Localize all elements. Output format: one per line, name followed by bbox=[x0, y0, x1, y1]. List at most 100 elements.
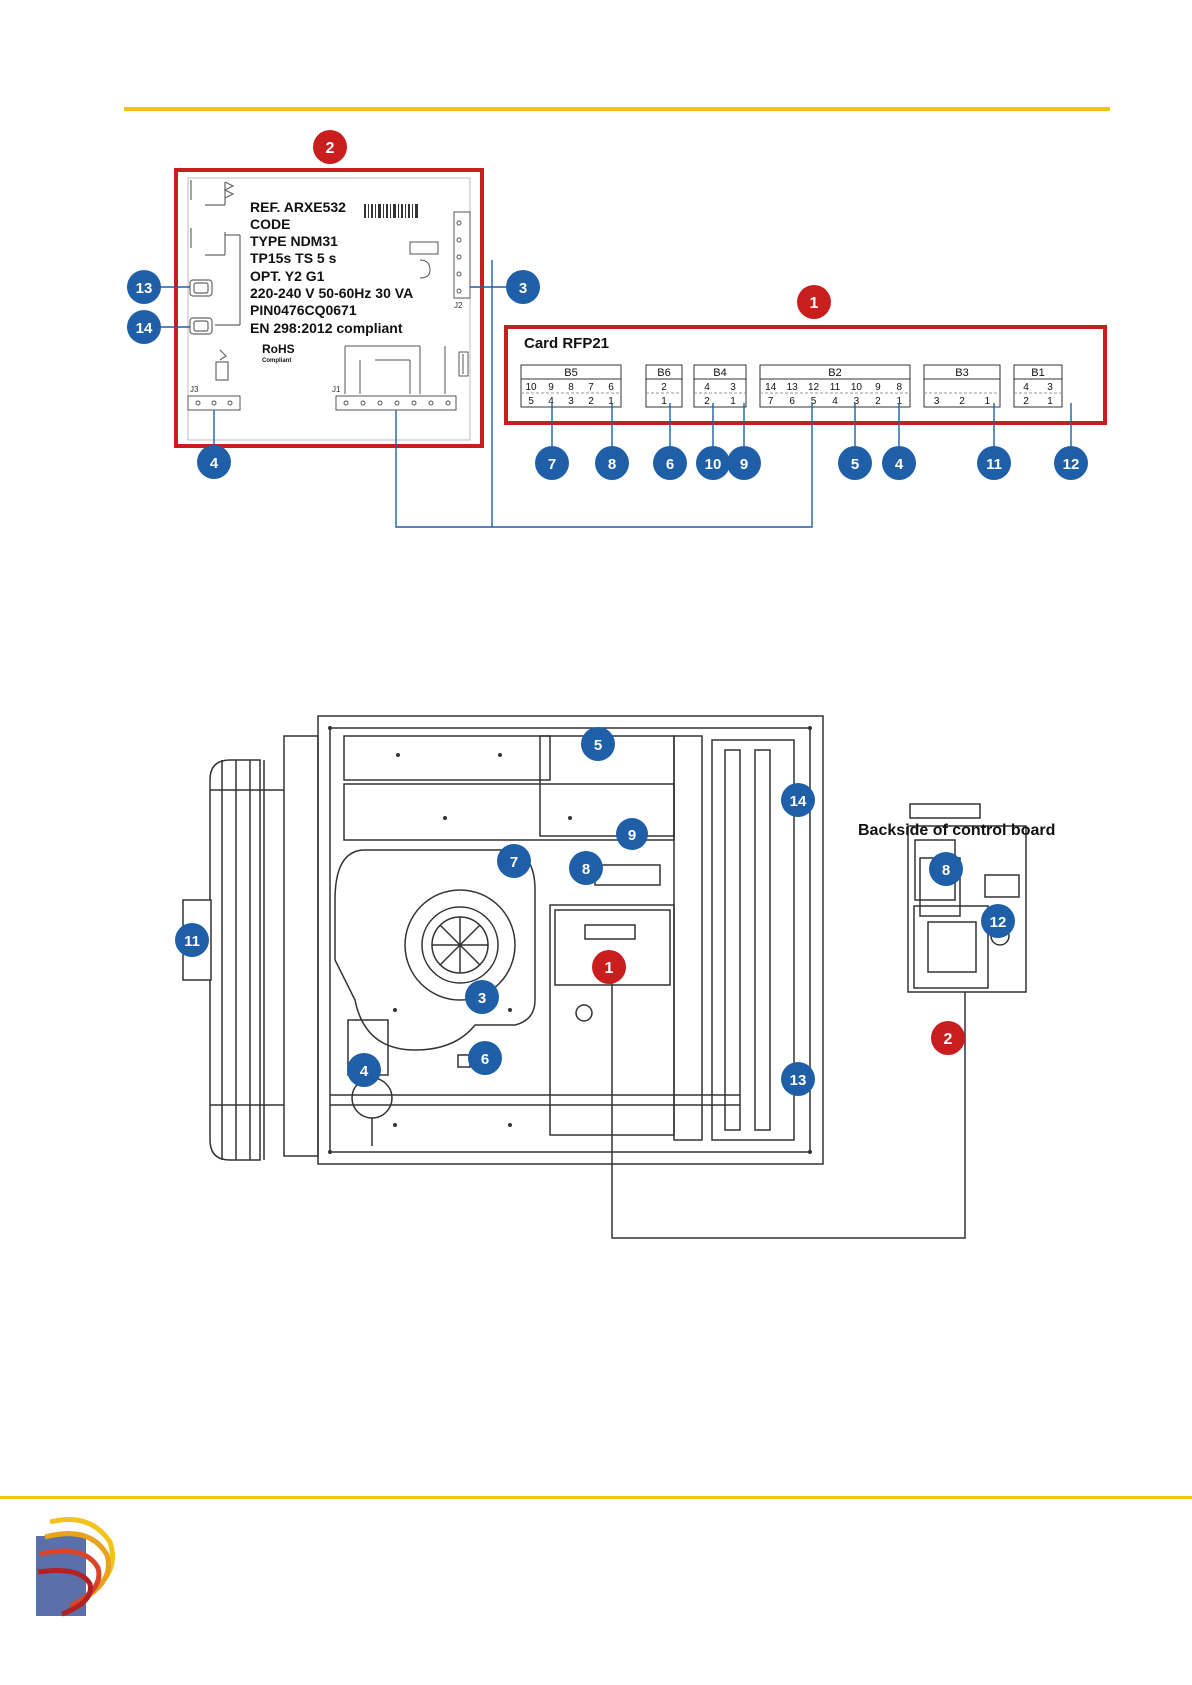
svg-text:7: 7 bbox=[548, 456, 556, 473]
ref-line-7: PIN0476CQ0671 bbox=[250, 302, 357, 318]
rfp-pin-bottom: 3 bbox=[854, 396, 860, 407]
unit-callout-9: 9 bbox=[616, 818, 648, 850]
rfp-block-name: B4 bbox=[713, 367, 726, 379]
wiring-diagram: J3 J1 J2 REF. ARXE532 CODE TYPE NDM31 TP… bbox=[127, 130, 1107, 528]
svg-text:12: 12 bbox=[990, 914, 1007, 931]
barcode bbox=[364, 204, 418, 218]
j1-connector: J1 bbox=[332, 385, 457, 411]
rfp-pin-bottom: 1 bbox=[730, 396, 736, 407]
svg-text:2: 2 bbox=[944, 1031, 953, 1048]
ref-line-2: CODE bbox=[250, 216, 290, 232]
blower bbox=[334, 849, 536, 1051]
rfp-pin-top: 8 bbox=[897, 382, 903, 393]
svg-text:13: 13 bbox=[136, 280, 153, 297]
ref-line-6: 220-240 V 50-60Hz 30 VA bbox=[250, 285, 413, 301]
svg-text:9: 9 bbox=[740, 456, 748, 473]
rfp-pin-top: 2 bbox=[661, 382, 667, 393]
rfp-pin-bottom: 4 bbox=[548, 396, 554, 407]
unit-callout-13: 13 bbox=[781, 1062, 815, 1096]
svg-text:10: 10 bbox=[705, 456, 722, 473]
callout-13: 13 bbox=[127, 270, 161, 304]
backside-callout-2-red: 2 bbox=[931, 1021, 965, 1055]
rfp-pin-bottom: 5 bbox=[811, 396, 817, 407]
svg-text:13: 13 bbox=[790, 1072, 807, 1089]
rfp-callout-9: 9 bbox=[727, 446, 761, 480]
svg-text:1: 1 bbox=[605, 960, 614, 977]
rfp-pin-top: 9 bbox=[548, 382, 554, 393]
rfp-pin-bottom: 2 bbox=[875, 396, 881, 407]
rfp-callout-5: 5 bbox=[838, 446, 872, 480]
svg-text:5: 5 bbox=[594, 737, 602, 754]
svg-text:9: 9 bbox=[628, 827, 636, 844]
unit-callout-4: 4 bbox=[347, 1053, 381, 1087]
rfp-pin-bottom: 2 bbox=[1023, 396, 1029, 407]
screw-dots bbox=[328, 726, 812, 1154]
board-link-line bbox=[611, 980, 966, 1239]
rfp-pin-bottom: 1 bbox=[661, 396, 667, 407]
rfp-callout-8: 8 bbox=[595, 446, 629, 480]
rfp-callout-4: 4 bbox=[882, 446, 916, 480]
control-card-inner-frame bbox=[187, 177, 471, 441]
rfp-callout-7: 7 bbox=[535, 446, 569, 480]
rfp-pin-bottom: 6 bbox=[789, 396, 795, 407]
backside-callout-12: 12 bbox=[981, 904, 1015, 938]
callout-1-red: 1 bbox=[797, 285, 831, 319]
callout-4-card: 4 bbox=[197, 445, 231, 479]
unit-casing bbox=[317, 715, 824, 1165]
rfp-pin-bottom: 4 bbox=[832, 396, 838, 407]
rfp-pin-top: 4 bbox=[704, 382, 710, 393]
rfp-block-name: B1 bbox=[1031, 367, 1044, 379]
bottom-accent-rule bbox=[0, 1496, 1192, 1499]
top-accent-rule bbox=[124, 107, 1110, 111]
ref-line-4: TP15s TS 5 s bbox=[250, 250, 337, 266]
rfp-pin-bottom: 2 bbox=[588, 396, 594, 407]
rfp-pin-top: 7 bbox=[588, 382, 594, 393]
rfp-pin-top: 8 bbox=[568, 382, 574, 393]
svg-text:11: 11 bbox=[986, 456, 1002, 473]
rfp-block-name: B2 bbox=[828, 367, 841, 379]
svg-text:8: 8 bbox=[608, 456, 616, 473]
rfp-pin-bottom: 2 bbox=[959, 396, 965, 407]
rfp-block-name: B5 bbox=[564, 367, 577, 379]
unit-callout-8: 8 bbox=[569, 851, 603, 885]
rfp-pin-top: 13 bbox=[787, 382, 799, 393]
rfp-pin-bottom: 1 bbox=[608, 396, 614, 407]
rfp-card-title: Card RFP21 bbox=[524, 335, 609, 352]
rfp-callout-11: 11 bbox=[977, 446, 1011, 480]
callout-3: 3 bbox=[506, 270, 540, 304]
svg-text:11: 11 bbox=[184, 933, 200, 950]
j3-label: J3 bbox=[190, 385, 199, 394]
svg-text:1: 1 bbox=[810, 295, 819, 312]
svg-text:5: 5 bbox=[851, 456, 859, 473]
rfp-pin-top: 3 bbox=[1047, 382, 1053, 393]
rfp-pin-top: 3 bbox=[730, 382, 736, 393]
j1-wiring-sketch bbox=[344, 345, 446, 394]
j2-connector bbox=[409, 211, 471, 299]
rfp-block-name: B3 bbox=[955, 367, 968, 379]
unit-callout-7: 7 bbox=[497, 844, 531, 878]
rfp-pin-top: 10 bbox=[851, 382, 863, 393]
svg-text:6: 6 bbox=[666, 456, 674, 473]
control-card-label-text: REF. ARXE532 CODE TYPE NDM31 TP15s TS 5 … bbox=[250, 199, 413, 364]
unit-callout-3: 3 bbox=[465, 980, 499, 1014]
backside-callout-8: 8 bbox=[929, 852, 963, 886]
callout-14: 14 bbox=[127, 310, 161, 344]
svg-text:8: 8 bbox=[942, 862, 950, 879]
svg-text:3: 3 bbox=[519, 280, 527, 297]
gas-valve bbox=[330, 1019, 740, 1119]
ref-line-3: TYPE NDM31 bbox=[250, 233, 338, 249]
backside-title: Backside of control board bbox=[858, 822, 1055, 839]
rfp-callout-6: 6 bbox=[653, 446, 687, 480]
rfp-pin-top: 12 bbox=[808, 382, 820, 393]
svg-text:14: 14 bbox=[136, 320, 153, 337]
ref-line-1: REF. ARXE532 bbox=[250, 199, 346, 215]
rfp-pin-bottom: 7 bbox=[768, 396, 774, 407]
svg-text:7: 7 bbox=[510, 854, 518, 871]
rfp-callout-10: 10 bbox=[696, 446, 730, 480]
